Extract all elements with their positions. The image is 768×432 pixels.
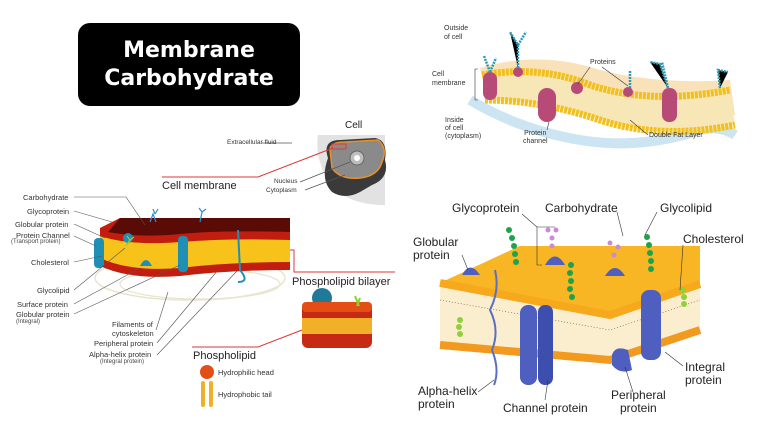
integral-protein-label: (Integral protein) bbox=[100, 359, 145, 365]
phospholipid-block bbox=[302, 288, 372, 348]
left-membrane-slab bbox=[94, 207, 290, 301]
outside-of-cell-label: Outside of cell bbox=[444, 25, 469, 41]
globular-protein-label-right: Globular protein bbox=[413, 235, 459, 262]
hydrophobic-tail-icon bbox=[201, 381, 213, 407]
channel-protein-label: Channel protein bbox=[503, 401, 588, 415]
bottom-right-membrane bbox=[439, 227, 702, 386]
cholesterol-label-right: Cholesterol bbox=[683, 232, 744, 246]
nucleus-label: Nucleus bbox=[274, 178, 298, 185]
cell-inset-illustration bbox=[262, 135, 387, 205]
carbohydrate-label-right: Carbohydrate bbox=[545, 201, 618, 215]
transport-protein-label: (Transport protein) bbox=[11, 239, 61, 245]
inside-of-cell-label: Inside of cell (cytoplasm) bbox=[445, 117, 482, 140]
cholesterol-label: Cholesterol bbox=[31, 258, 69, 267]
cell-label: Cell bbox=[345, 120, 363, 131]
bottom-right-leaders bbox=[461, 211, 684, 401]
top-right-leaders bbox=[474, 66, 649, 136]
cytoplasm-label: Cytoplasm bbox=[266, 187, 297, 194]
glycolipid-label-right: Glycolipid bbox=[660, 201, 713, 215]
hydrophilic-head-label: Hydrophilic head bbox=[218, 368, 274, 377]
cell-membrane-label-right: Cell membrane bbox=[432, 71, 466, 87]
hydrophobic-tail-label: Hydrophobic tail bbox=[218, 390, 272, 399]
title-line-1: Membrane bbox=[123, 37, 255, 63]
phospholipid-leader bbox=[192, 329, 303, 348]
glycoprotein-label: Glycoprotein bbox=[27, 207, 70, 216]
title-box: Membrane Carbohydrate bbox=[78, 23, 300, 106]
double-fat-layer-label: Double Fat Layer bbox=[649, 132, 703, 139]
title-line-2: Carbohydrate bbox=[104, 65, 274, 91]
globular-protein-integral-label: Globular protein bbox=[16, 310, 70, 319]
top-right-membrane bbox=[467, 31, 738, 149]
proteins-label: Proteins bbox=[590, 59, 616, 66]
carbohydrate-label: Carbohydrate bbox=[23, 193, 69, 202]
phospholipid-label: Phospholipid bbox=[193, 350, 256, 362]
peripheral-protein-label-right: Peripheral protein bbox=[611, 388, 666, 415]
filaments-label-2: cytoskeleton bbox=[112, 329, 154, 338]
phospholipid-bilayer-label: Phospholipid bilayer bbox=[292, 276, 391, 288]
cell-membrane-label: Cell membrane bbox=[162, 180, 237, 192]
extracellular-fluid-label: Extracellular fluid bbox=[227, 139, 277, 146]
protein-channel-label: Protein Channel bbox=[16, 231, 70, 240]
integral-label: (Integral) bbox=[16, 319, 41, 325]
alpha-helix-protein-label: Alpha-helix protein bbox=[89, 350, 152, 359]
glycolipid-label: Glycolipid bbox=[37, 286, 70, 295]
alpha-helix-protein-label-right: Alpha-helix protein bbox=[418, 384, 478, 411]
globular-protein-label: Globular protein bbox=[15, 220, 69, 229]
hydrophilic-head-icon bbox=[200, 365, 214, 379]
protein-channel-label-right: Protein channel bbox=[523, 130, 548, 145]
glycoprotein-label-right: Glycoprotein bbox=[452, 201, 520, 215]
surface-protein-label: Surface protein bbox=[17, 300, 68, 309]
cell-membrane-leader bbox=[162, 147, 334, 178]
bilayer-leader bbox=[290, 249, 395, 273]
left-leader-lines bbox=[73, 196, 239, 356]
filaments-label-1: Filaments of bbox=[112, 320, 153, 329]
integral-protein-label-right: Integral protein bbox=[685, 360, 726, 387]
peripheral-protein-label: Peripheral protein bbox=[94, 339, 154, 348]
